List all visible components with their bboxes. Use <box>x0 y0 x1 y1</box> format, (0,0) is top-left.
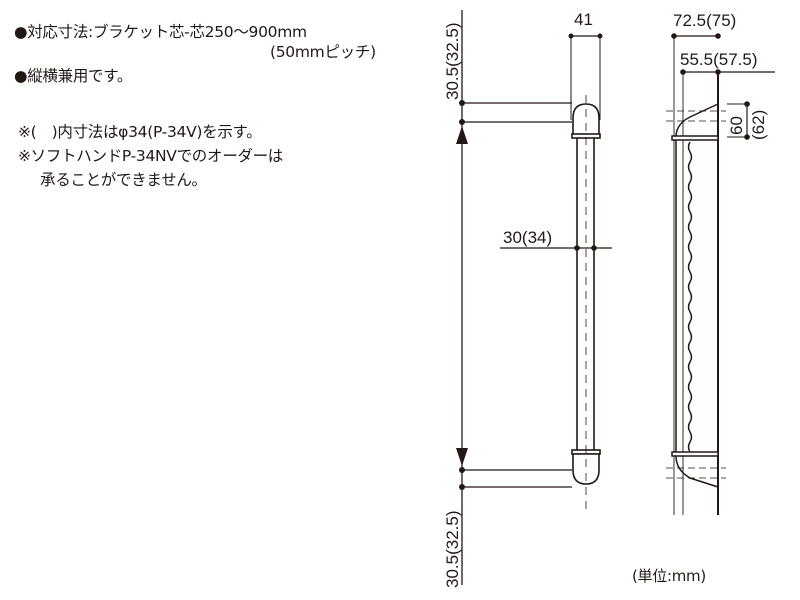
dim-bar-diameter: 30(34) <box>503 228 552 247</box>
arrow-down-icon <box>456 448 468 466</box>
arrow-up-icon <box>456 126 468 144</box>
side-view-dimensions <box>666 33 775 515</box>
note-soft-hand-cont: 承ることができません。 <box>40 171 207 189</box>
note-size-range: ●対応寸法:ブラケット芯-芯250～900mm <box>14 23 307 41</box>
handrail-side-view <box>671 72 719 515</box>
unit-label: (単位:mm) <box>632 567 706 585</box>
handrail-front-view <box>571 95 601 515</box>
dim-bracket-height: 60 <box>727 116 746 135</box>
note-pitch: (50mmピッチ) <box>270 43 376 61</box>
dim-bracket-width: 41 <box>574 10 593 29</box>
dim-bracket-height-alt: (62) <box>749 110 768 140</box>
dim-bar-depth: 55.5(57.5) <box>680 50 758 69</box>
note-parenthesis: ※( )内寸法はφ34(P-34V)を示す。 <box>18 123 262 141</box>
note-soft-hand: ※ソフトハンドP-34NVでのオーダーは <box>18 147 284 165</box>
dim-top-offset: 30.5(32.5) <box>443 23 462 101</box>
dim-bottom-offset: 30.5(32.5) <box>443 511 462 589</box>
dim-total-depth: 72.5(75) <box>673 11 736 30</box>
note-orientation: ●縦横兼用です。 <box>14 67 133 85</box>
front-view-dimensions <box>456 10 612 585</box>
